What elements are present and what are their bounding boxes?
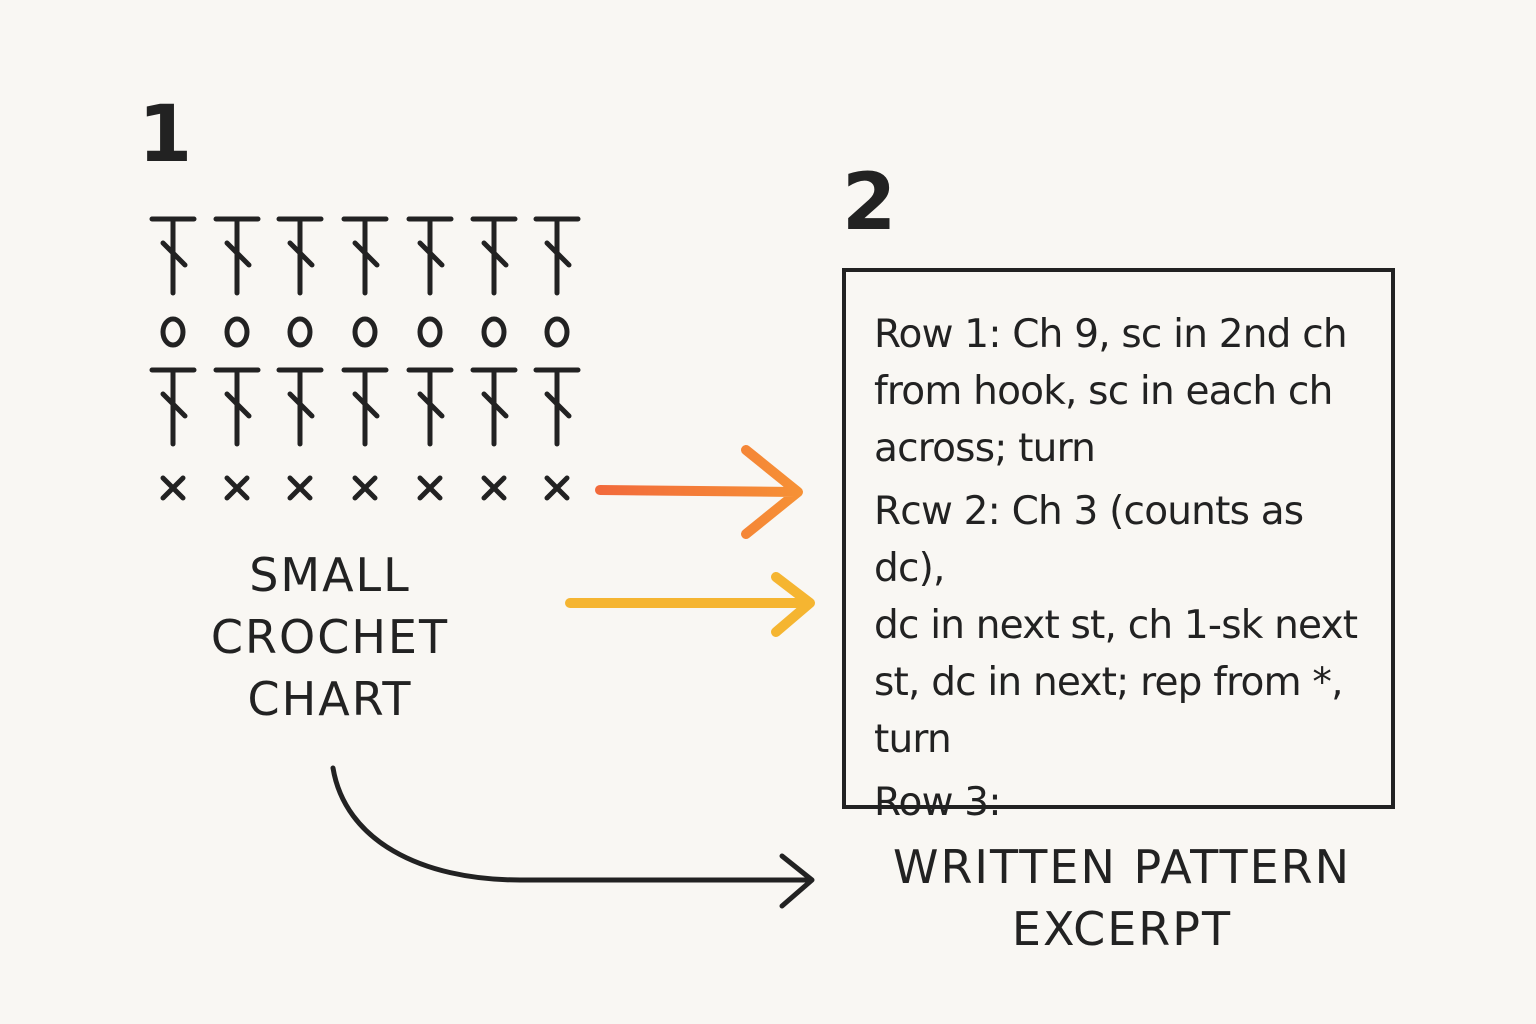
single-crochet-symbol [160,475,186,501]
step-number-pattern: 2 [842,158,897,248]
pattern-row-1: Row 1: Ch 9, sc in 2nd ch from hook, sc … [874,312,1348,471]
chain-symbol [544,316,570,348]
chart-caption-line: CHART [247,672,413,726]
arrow-row1-upper [595,445,803,539]
pattern-row-3: Row 3: [874,780,1001,825]
double-crochet-symbol [276,367,324,447]
double-crochet-symbol [533,367,581,447]
double-crochet-symbol [470,216,518,296]
chart-caption-line: CROCHET [210,610,450,664]
chain-symbol [160,316,186,348]
pattern-caption: WRITTEN PATTERN EXCERPT [862,836,1382,960]
chain-symbol [224,316,250,348]
chart-caption: SMALL CROCHET CHART [180,544,480,730]
written-pattern-box: Row 1: Ch 9, sc in 2nd ch from hook, sc … [842,268,1395,825]
double-crochet-symbol [406,216,454,296]
double-crochet-symbol [149,367,197,447]
chain-symbol [481,316,507,348]
single-crochet-symbol [287,475,313,501]
single-crochet-symbol [417,475,443,501]
chart-caption-line: SMALL [249,548,411,602]
single-crochet-symbol [352,475,378,501]
double-crochet-symbol [470,367,518,447]
step-number-chart: 1 [138,90,193,180]
chart-symbol-grid [149,216,581,501]
arrow-chart-to-caption [330,765,815,909]
double-crochet-symbol [213,216,261,296]
single-crochet-symbol [224,475,250,501]
chain-symbol [352,316,378,348]
double-crochet-symbol [533,216,581,296]
single-crochet-symbol [481,475,507,501]
chain-symbol [417,316,443,348]
chain-symbol [287,316,313,348]
pattern-caption-line: WRITTEN PATTERN [892,840,1351,894]
pattern-row-2: Rcw 2: Ch 3 (counts as dc), dc in next s… [874,489,1358,762]
pattern-caption-line: EXCERPT [1011,902,1233,956]
double-crochet-symbol [213,367,261,447]
double-crochet-symbol [149,216,197,296]
double-crochet-symbol [276,216,324,296]
double-crochet-symbol [406,367,454,447]
single-crochet-symbol [544,475,570,501]
arrow-row2-lower [565,572,815,637]
double-crochet-symbol [341,216,389,296]
double-crochet-symbol [341,367,389,447]
